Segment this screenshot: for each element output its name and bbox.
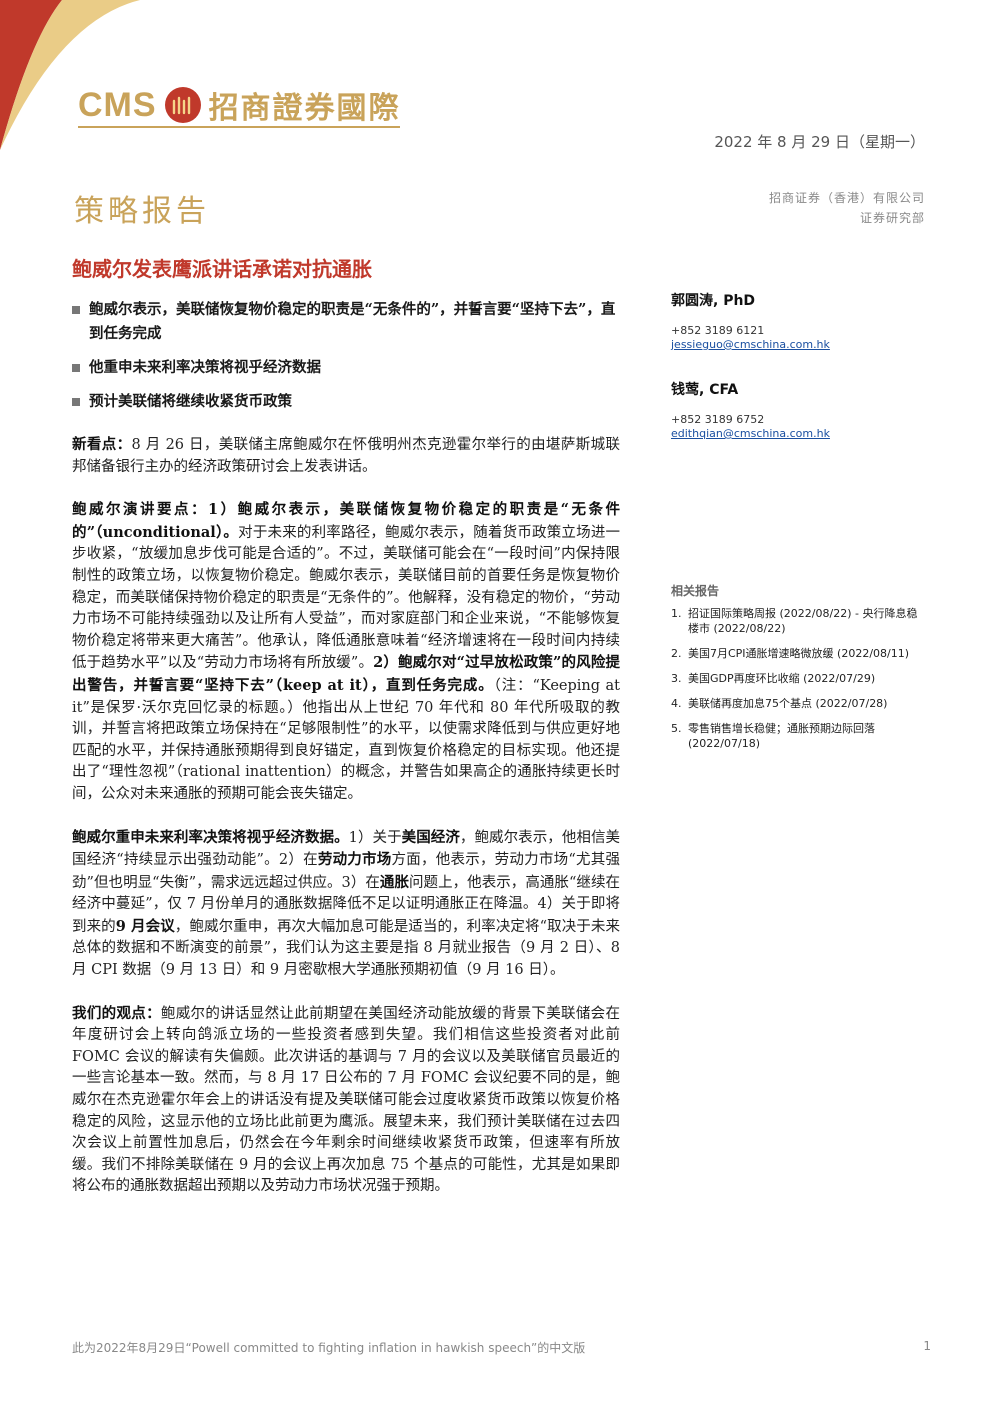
report-headline: 鲍威尔发表鹰派讲话承诺对抗通胀 bbox=[72, 257, 372, 281]
keyword-september-meeting: 9 月会议 bbox=[115, 917, 175, 935]
report-body: 新看点：8 月 26 日，美联储主席鲍威尔在怀俄明州杰克逊霍尔举行的由堪萨斯城联… bbox=[72, 434, 620, 1219]
key-point-text: 鲍威尔表示，美联储恢复物价稳定的职责是“无条件的”，并誓言要“坚持下去”，直到任… bbox=[89, 301, 616, 342]
paragraph-lead: 新看点： bbox=[72, 436, 132, 453]
author-email-link[interactable]: edithqian@cmschina.com.hk bbox=[671, 427, 830, 440]
footer-note: 此为2022年8月29日“Powell committed to fightin… bbox=[72, 1341, 586, 1355]
related-reports-list: 1. 招证国际策略周报 (2022/08/22) - 央行降息稳楼市 (2022… bbox=[671, 606, 926, 761]
report-date: 2022 年 8 月 29 日（星期一） bbox=[714, 133, 925, 151]
paragraph-lead: 鲍威尔重申未来利率决策将视乎经济数据。 bbox=[72, 828, 349, 846]
author-phone: +852 3189 6121 bbox=[671, 324, 765, 337]
key-point-text: 他重申未来利率决策将视乎经济数据 bbox=[89, 359, 321, 376]
related-report-number: 5. bbox=[671, 722, 682, 735]
report-type-title: 策略报告 bbox=[74, 194, 210, 229]
paragraph-text: 对于未来的利率路径，鲍威尔表示，随着货币政策立场进一步收紧，“放缓加息步伐可能是… bbox=[72, 524, 621, 672]
related-report-number: 4. bbox=[671, 697, 682, 710]
key-points-list: 鲍威尔表示，美联储恢复物价稳定的职责是“无条件的”，并誓言要“坚持下去”，直到任… bbox=[72, 298, 620, 424]
key-point-item: 他重申未来利率决策将视乎经济数据 bbox=[72, 356, 620, 380]
paragraph-text: 鲍威尔的讲话显然让此前期望在美国经济动能放缓的背景下美联储会在年度研讨会上转向鸽… bbox=[72, 1005, 621, 1195]
related-report-item[interactable]: 4. 美联储再度加息75个基点 (2022/07/28) bbox=[671, 696, 926, 711]
related-report-text: 美国7月CPI通胀增速略微放缓 (2022/08/11) bbox=[688, 647, 910, 660]
author-name: 钱莺, CFA bbox=[671, 382, 739, 398]
paragraph-our-view: 我们的观点：鲍威尔的讲话显然让此前期望在美国经济动能放缓的背景下美联储会在年度研… bbox=[72, 1003, 620, 1198]
paragraph-speech-points: 鲍威尔演讲要点：1）鲍威尔表示，美联储恢复物价稳定的职责是“无条件的”（unco… bbox=[72, 499, 620, 805]
page-number: 1 bbox=[923, 1339, 931, 1353]
paragraph-text: 问题上，他表示，高通胀“继续在经济中蔓延”，仅 7 月份单月的通胀数据降低不足以… bbox=[72, 874, 621, 935]
paragraph-data-dependence: 鲍威尔重申未来利率决策将视乎经济数据。1）关于美国经济，鲍威尔表示，他相信美国经… bbox=[72, 827, 620, 982]
paragraph-new-highlight: 新看点：8 月 26 日，美联储主席鲍威尔在怀俄明州杰克逊霍尔举行的由堪萨斯城联… bbox=[72, 434, 620, 478]
related-reports-title: 相关报告 bbox=[671, 584, 720, 598]
company-name: 招商证券（香港）有限公司 bbox=[768, 191, 925, 205]
organization-block: 招商证券（香港）有限公司 证券研究部 bbox=[769, 188, 925, 228]
keyword-us-economy: 美国经济 bbox=[401, 828, 460, 846]
author-card: 钱莺, CFA +852 3189 6752 edithqian@cmschin… bbox=[671, 379, 931, 440]
related-report-text: 零售销售增长稳健；通胀预期边际回落 (2022/07/18) bbox=[688, 722, 875, 750]
related-report-item[interactable]: 2. 美国7月CPI通胀增速略微放缓 (2022/08/11) bbox=[671, 646, 926, 661]
author-card: 郭圆涛, PhD +852 3189 6121 jessieguo@cmschi… bbox=[671, 290, 931, 351]
corner-swoosh-graphic bbox=[0, 0, 140, 150]
related-report-text: 美联储再度加息75个基点 (2022/07/28) bbox=[688, 697, 888, 710]
related-report-number: 1. bbox=[671, 607, 682, 620]
author-phone: +852 3189 6752 bbox=[671, 413, 765, 426]
paragraph-lead: 鲍威尔演讲要点：1）鲍威尔表示，美联储恢复物价稳定的职责是“无条件的”（unco… bbox=[72, 501, 620, 541]
logo-mark-icon bbox=[164, 87, 201, 123]
author-name: 郭圆涛, PhD bbox=[671, 293, 756, 309]
key-point-text: 预计美联储将继续收紧货币政策 bbox=[89, 393, 292, 410]
logo-latin-text: CMS bbox=[78, 85, 157, 124]
key-point-item: 鲍威尔表示，美联储恢复物价稳定的职责是“无条件的”，并誓言要“坚持下去”，直到任… bbox=[72, 298, 620, 346]
related-report-number: 3. bbox=[671, 672, 682, 685]
keyword-inflation: 通胀 bbox=[379, 873, 410, 891]
author-email-link[interactable]: jessieguo@cmschina.com.hk bbox=[671, 338, 830, 351]
related-report-item[interactable]: 1. 招证国际策略周报 (2022/08/22) - 央行降息稳楼市 (2022… bbox=[671, 606, 926, 636]
paragraph-text: 8 月 26 日，美联储主席鲍威尔在怀俄明州杰克逊霍尔举行的由堪萨斯城联邦储备银… bbox=[72, 437, 620, 475]
paragraph-text: ，鲍威尔表示，他相信美国经济“持续显示出强劲动能”。2）在 bbox=[72, 829, 621, 869]
keyword-labor-market: 劳动力市场 bbox=[317, 851, 392, 869]
square-bullet-icon bbox=[72, 398, 80, 406]
related-report-text: 美国GDP再度环比收缩 (2022/07/29) bbox=[688, 672, 876, 685]
paragraph-text: 方面，他表示，劳动力市场“尤其强劲”但也明显“失衡”，需求远远超过供应。3）在 bbox=[72, 852, 620, 891]
company-logo: CMS 招商證券國際 bbox=[78, 84, 401, 127]
square-bullet-icon bbox=[72, 364, 80, 372]
paragraph-text: 1）关于 bbox=[348, 829, 402, 846]
paragraph-text: （注：“Keeping at it”是保罗·沃尔克回忆录的标题。）他指出从上世纪… bbox=[72, 677, 620, 802]
square-bullet-icon bbox=[72, 306, 80, 314]
key-point-item: 预计美联储将继续收紧货币政策 bbox=[72, 390, 620, 414]
related-report-item[interactable]: 3. 美国GDP再度环比收缩 (2022/07/29) bbox=[671, 671, 926, 686]
related-report-number: 2. bbox=[671, 647, 682, 660]
related-report-text: 招证国际策略周报 (2022/08/22) - 央行降息稳楼市 (2022/08… bbox=[688, 607, 918, 635]
logo-chinese-text: 招商證券國際 bbox=[208, 91, 401, 126]
paragraph-text: ，鲍威尔重申，再次大幅加息可能是适当的，利率决定将“取决于未来总体的数据和不断演… bbox=[72, 918, 620, 979]
logo-underline bbox=[78, 126, 400, 128]
paragraph-bold-point: 2）鲍威尔对“过早放松政策”的风险提出警告，并誓言要“坚持下去”（keep at… bbox=[72, 654, 620, 694]
related-report-item[interactable]: 5. 零售销售增长稳健；通胀预期边际回落 (2022/07/18) bbox=[671, 721, 926, 751]
paragraph-lead: 我们的观点： bbox=[72, 1004, 161, 1022]
department-name: 证券研究部 bbox=[859, 211, 925, 225]
